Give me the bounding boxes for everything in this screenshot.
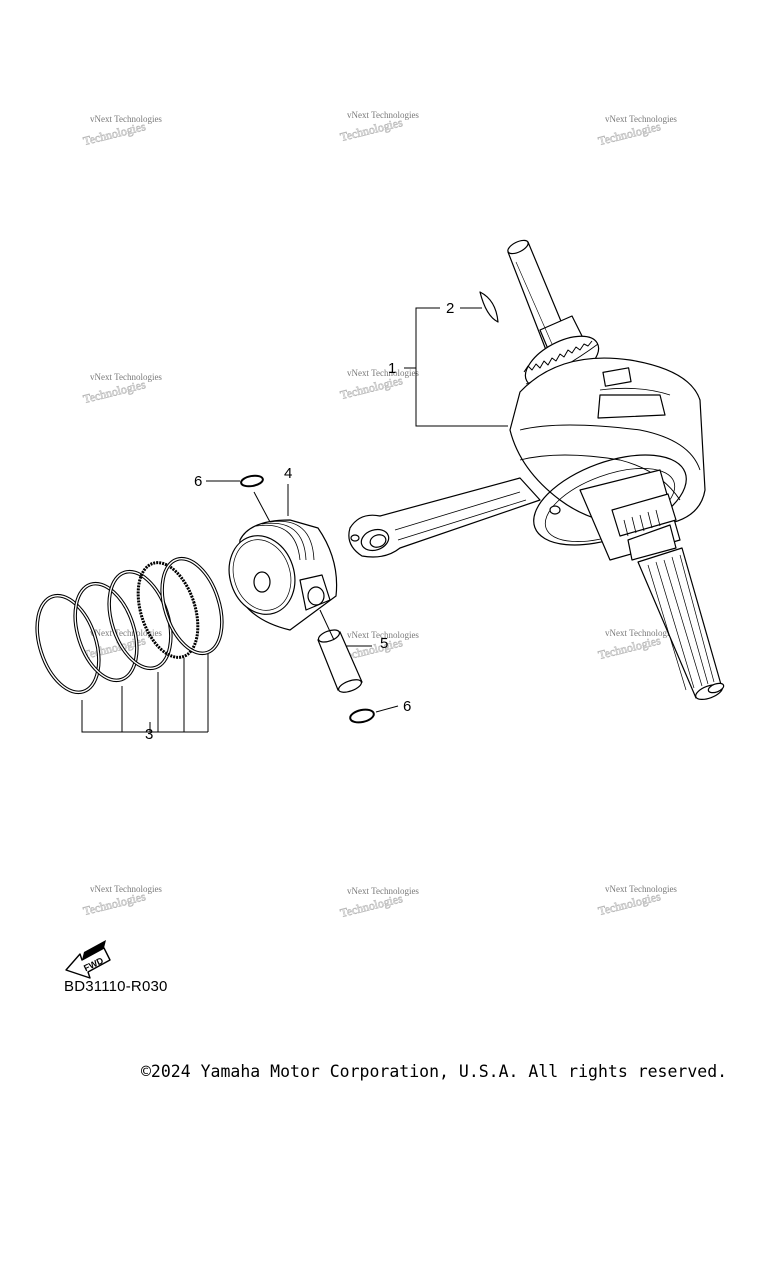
callout-2: 2 — [446, 300, 454, 317]
watermark: Technologies vNext Technologies — [596, 884, 677, 918]
svg-text:vNext Technologies: vNext Technologies — [605, 114, 677, 124]
woodruff-key — [479, 291, 499, 323]
diagram-code-label: BD31110-R030 — [64, 978, 168, 995]
connecting-rod — [348, 477, 541, 558]
callout-5: 5 — [380, 635, 388, 652]
watermark: Technologies vNext Technologies — [338, 110, 419, 144]
watermark: Technologies vNext Technologies — [596, 628, 677, 662]
watermark: Technologies vNext Technologies — [596, 114, 677, 148]
callout-bracket-3 — [81, 654, 209, 733]
circlip-bottom — [349, 708, 375, 724]
svg-text:vNext Technologies: vNext Technologies — [347, 886, 419, 896]
svg-text:vNext Technologies: vNext Technologies — [605, 628, 677, 638]
piston-pin — [317, 629, 363, 693]
svg-text:vNext Technologies: vNext Technologies — [90, 372, 162, 382]
svg-text:vNext Technologies: vNext Technologies — [605, 884, 677, 894]
crankshaft-lower-shaft — [579, 469, 725, 700]
callout-6-bottom: 6 — [403, 698, 411, 715]
crankshaft-assembly — [348, 239, 725, 700]
svg-text:vNext Technologies: vNext Technologies — [90, 628, 162, 638]
piston-ring-set — [35, 556, 224, 695]
watermark: Technologies vNext Technologies — [338, 886, 419, 920]
fwd-arrow-icon: FWD — [65, 940, 111, 979]
watermark: Technologies vNext Technologies — [81, 372, 162, 406]
callout-1: 1 — [388, 360, 396, 377]
svg-text:vNext Technologies: vNext Technologies — [347, 110, 419, 120]
callout-3: 3 — [145, 726, 153, 743]
circlip-top — [240, 474, 264, 488]
svg-text:vNext Technologies: vNext Technologies — [90, 884, 162, 894]
copyright-notice: ©2024 Yamaha Motor Corporation, U.S.A. A… — [141, 1062, 728, 1081]
leader-lines — [206, 480, 399, 713]
watermark: Technologies vNext Technologies — [338, 368, 419, 402]
watermark: Technologies vNext Technologies — [81, 114, 162, 148]
callout-bracket-1 — [404, 307, 508, 427]
svg-text:vNext Technologies: vNext Technologies — [347, 630, 419, 640]
callout-4: 4 — [284, 465, 292, 482]
callout-6-top: 6 — [194, 473, 202, 490]
piston — [228, 519, 338, 631]
svg-text:vNext Technologies: vNext Technologies — [90, 114, 162, 124]
watermark: Technologies vNext Technologies — [81, 884, 162, 918]
svg-text:vNext Technologies: vNext Technologies — [347, 368, 419, 378]
